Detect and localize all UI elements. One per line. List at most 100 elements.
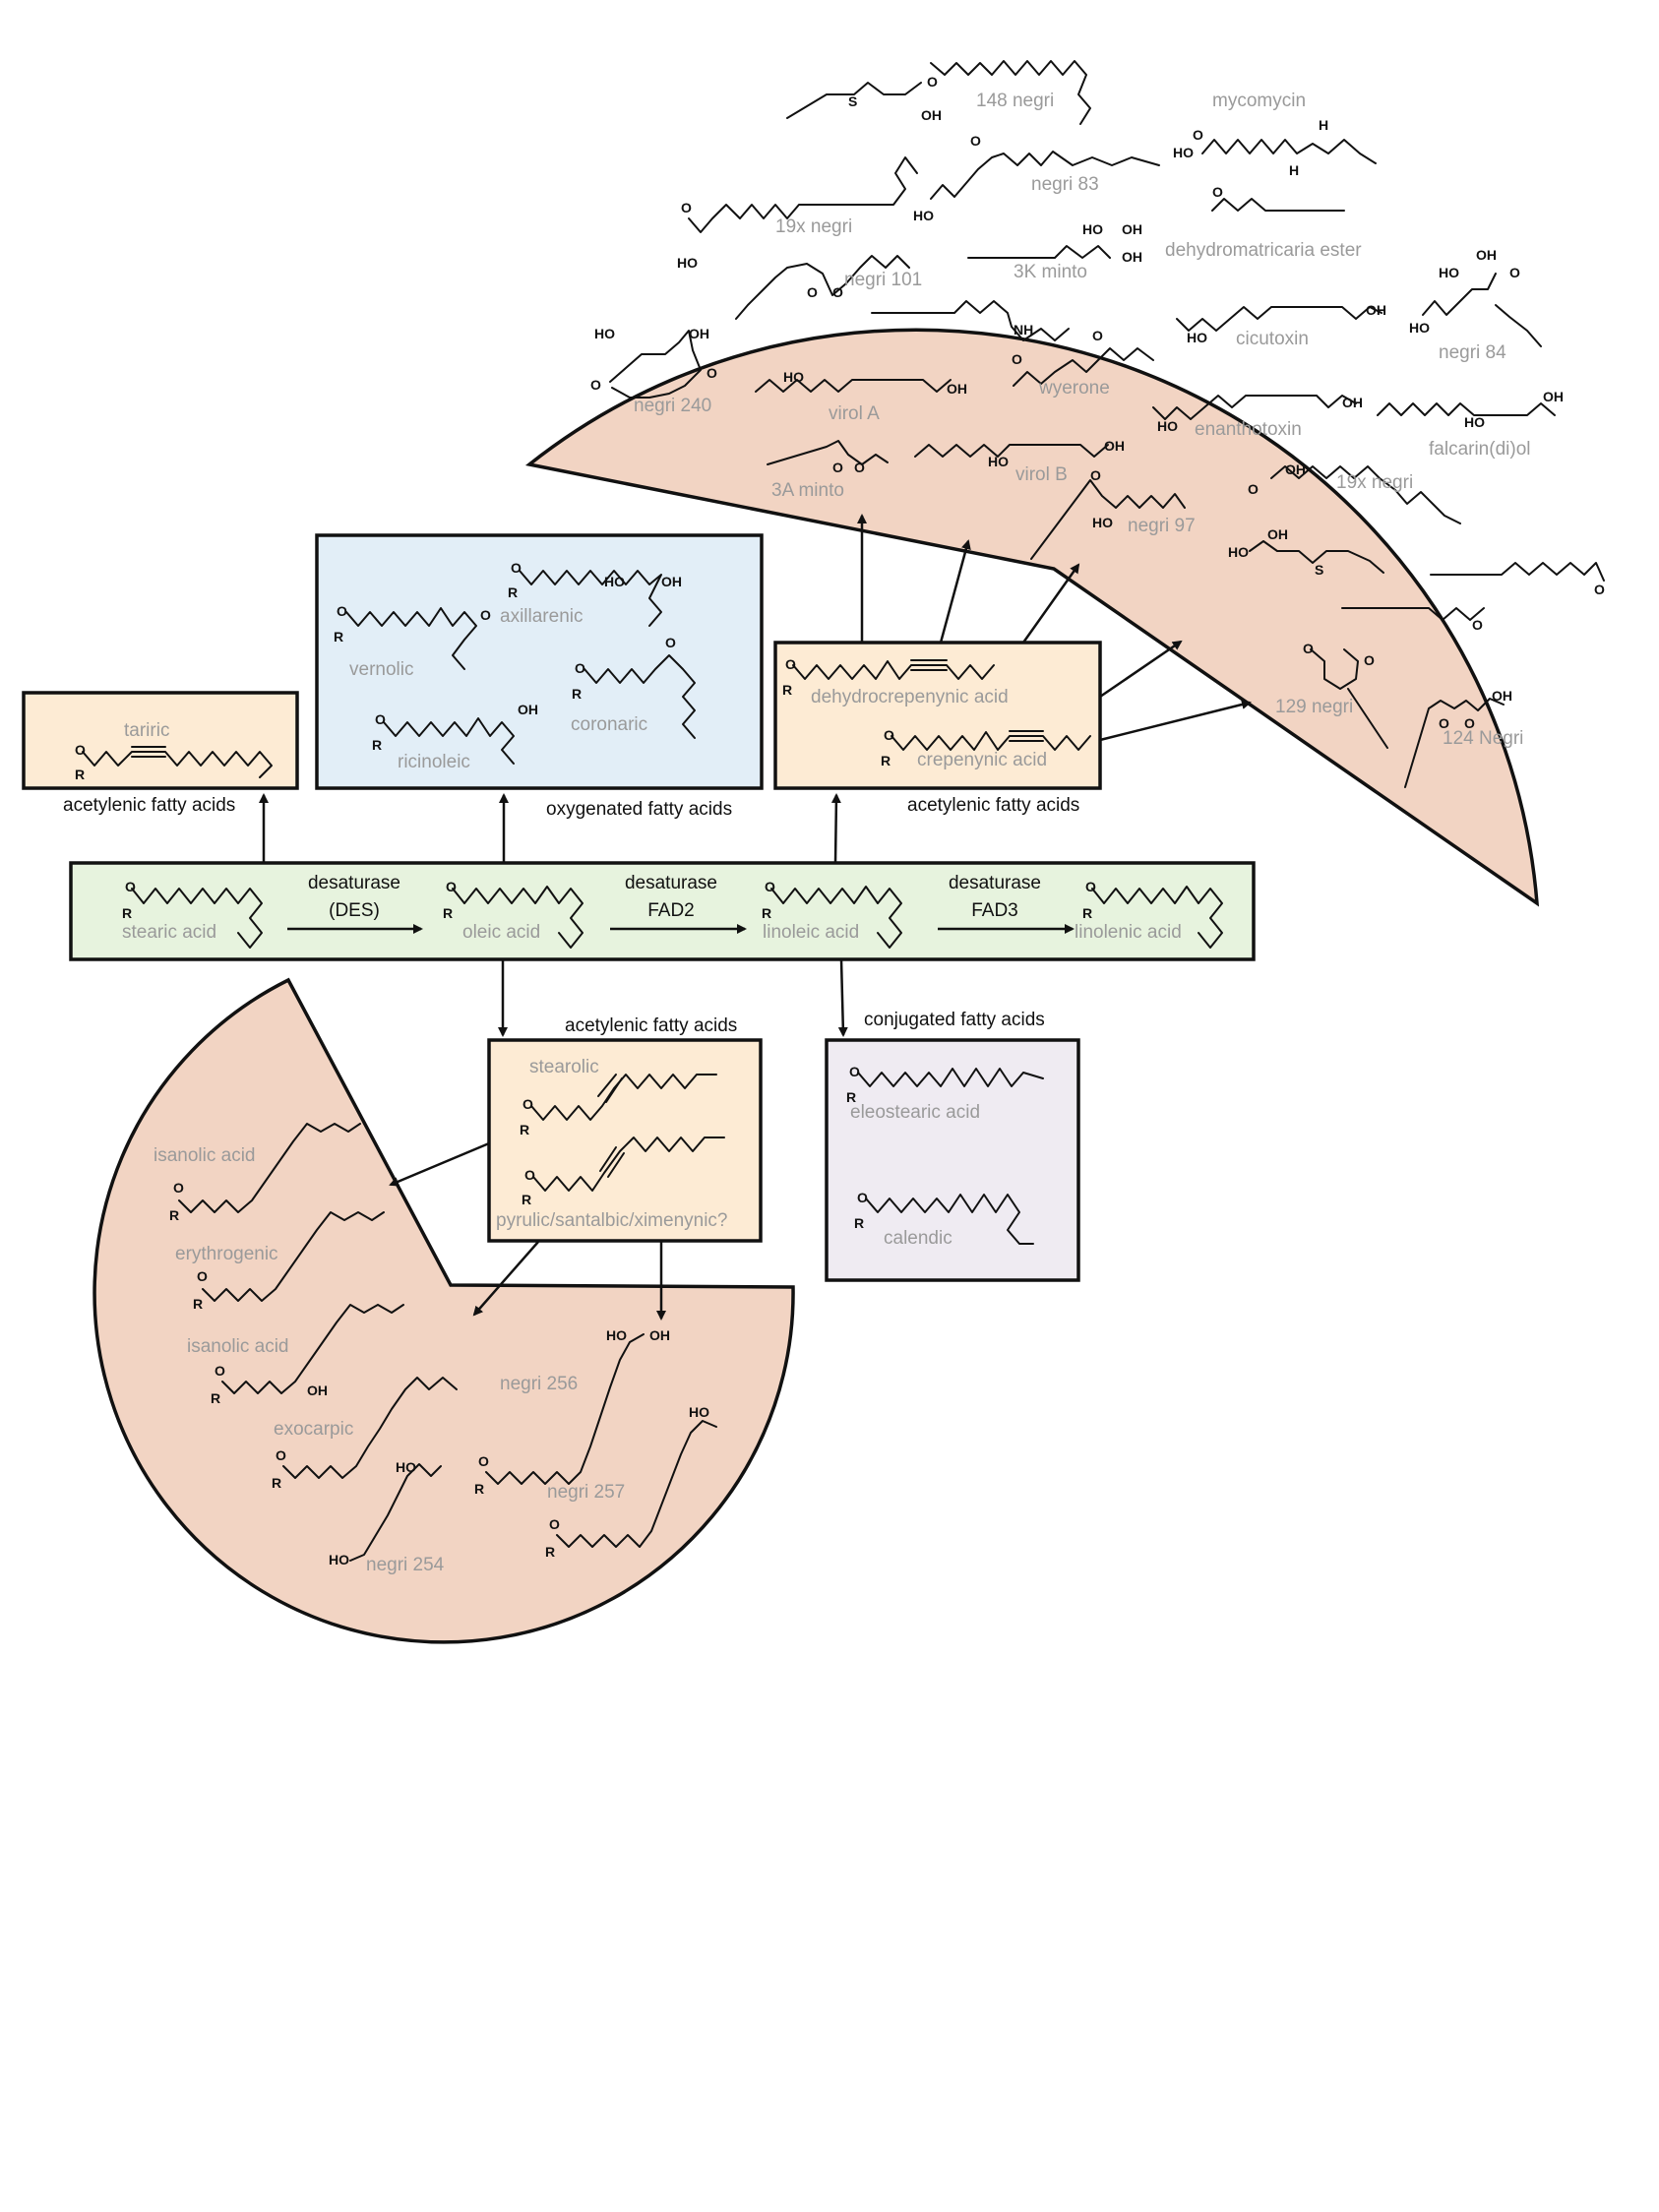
- crepenynic-triple-bond: [1009, 730, 1044, 742]
- stearolic-box-caption: acetylenic fatty acids: [565, 1015, 737, 1036]
- crepenynic-box-content: O R dehydrocrepenynic acid O R crepenyni…: [782, 656, 1091, 770]
- vernolic-o-atom: O: [337, 603, 347, 619]
- oxygenated-box-content: O R HO OH axillarenic O R O vernolic O R…: [334, 560, 696, 772]
- upper-oh-atom-enanthotoxin: OH: [1342, 395, 1363, 410]
- lower-struct-exocarpic: [282, 1377, 458, 1479]
- arrow-crep-to-upper-3: [1021, 563, 1080, 644]
- arrow-linoleic-to-conjugated: [837, 958, 848, 1037]
- axillarenic-o-atom: O: [511, 560, 522, 576]
- linoleic-r-atom: R: [762, 905, 771, 921]
- lower-o-atom-5: O: [478, 1453, 489, 1469]
- arrow-stearolic-to-lower-1: [389, 1141, 490, 1187]
- upper-label-enanthotoxin: enanthotoxin: [1195, 419, 1302, 440]
- upper-label-mycomycin: mycomycin: [1212, 91, 1306, 111]
- dehydrocrepenynic-label: dehydrocrepenynic acid: [811, 687, 1009, 707]
- tariric-box-caption: acetylenic fatty acids: [63, 795, 235, 816]
- upper-o-atom-negri97: O: [1090, 467, 1101, 483]
- upper-ho-atom-virolA: HO: [783, 369, 804, 385]
- oleic-r-atom: R: [443, 905, 453, 921]
- stearic-r-atom: R: [122, 905, 132, 921]
- stearolic-o-atom: O: [522, 1096, 533, 1112]
- oleic-acid-structure: [452, 886, 584, 949]
- arrow-crep-to-upper-2: [939, 539, 971, 644]
- upper-o-atom-124-2: O: [1464, 715, 1475, 731]
- upper-ho-atom-negri83: HO: [913, 208, 934, 223]
- upper-o-atom-wyerone-2: O: [1092, 328, 1103, 343]
- coronaric-o-atom: O: [575, 660, 585, 676]
- linoleic-o-atom: O: [765, 879, 775, 894]
- upper-struct-epoxide-chain: [1341, 607, 1485, 621]
- stearolic-box-content: stearolic O R O R pyrulic/santalbic/xime…: [496, 1057, 728, 1231]
- dehydrocrepenynic-structure: [792, 660, 995, 680]
- lower-r-atom-4: R: [272, 1475, 281, 1491]
- tariric-triple-bond: [131, 746, 166, 758]
- upper-struct-negri-240: [609, 330, 702, 399]
- upper-struct-s-compound: [1249, 540, 1384, 574]
- lower-o-atom-2: O: [197, 1268, 208, 1284]
- calendic-o-atom: O: [857, 1190, 868, 1205]
- conjugated-box: [825, 1038, 1080, 1282]
- upper-o-atom-wyerone-1: O: [1012, 351, 1022, 367]
- vernolic-r-atom: R: [334, 629, 343, 645]
- pyrulic-label: pyrulic/santalbic/ximenynic?: [496, 1210, 728, 1231]
- upper-struct-129-negri: [1310, 648, 1388, 749]
- eleostearic-label: eleostearic acid: [850, 1102, 980, 1123]
- coronaric-r-atom: R: [572, 686, 582, 702]
- upper-label-129-negri: 129 negri: [1275, 697, 1353, 717]
- eleostearic-r-atom: R: [846, 1089, 856, 1105]
- upper-o-atom-negri101-1: O: [807, 284, 818, 300]
- upper-ho-atom-negri84-2: HO: [1439, 265, 1459, 280]
- tariric-box: [22, 691, 299, 790]
- lower-o-atom-4: O: [276, 1447, 286, 1463]
- upper-oh-atom-3k-2: OH: [1122, 249, 1142, 265]
- lower-ho-atom-3: HO: [606, 1327, 627, 1343]
- upper-o-atom-dehydro: O: [1212, 184, 1223, 200]
- crepenynic-r-atom: R: [881, 753, 891, 768]
- upper-oh-atom-virolA: OH: [947, 381, 967, 397]
- upper-struct-virol-a: [755, 379, 952, 393]
- upper-oh-atom-s-compound: OH: [1267, 526, 1288, 542]
- tariric-label: tariric: [124, 720, 169, 741]
- pyrulic-r-atom: R: [522, 1192, 531, 1207]
- calendic-r-atom: R: [854, 1215, 864, 1231]
- lower-label-negri-254: negri 254: [366, 1555, 445, 1575]
- upper-oh-atom-virolB: OH: [1104, 438, 1125, 454]
- lower-label-negri-257: negri 257: [547, 1482, 625, 1503]
- upper-o-atom-negri84: O: [1509, 265, 1520, 280]
- upper-ho-atom-3k: HO: [1082, 221, 1103, 237]
- crepenynic-structure: [891, 731, 1091, 751]
- upper-struct-3a-minto: [767, 440, 889, 465]
- lower-wedge-region: [92, 977, 795, 1644]
- tariric-r-atom: R: [75, 767, 85, 782]
- lower-r-atom-5: R: [474, 1481, 484, 1497]
- crepenynic-box: [773, 641, 1102, 790]
- lower-r-atom-2: R: [193, 1296, 203, 1312]
- arrow-crep-to-upper-5: [1099, 700, 1252, 742]
- lower-struct-negri-256: [485, 1333, 645, 1485]
- linolenic-acid-structure: [1091, 886, 1223, 949]
- upper-s-atom-2: S: [1315, 562, 1323, 578]
- linolenic-r-atom: R: [1082, 905, 1092, 921]
- pyrulic-structure: [532, 1137, 725, 1192]
- enzyme-des-line2: (DES): [329, 900, 380, 921]
- tariric-structure: [82, 751, 273, 778]
- tariric-box-content: O R tariric: [75, 720, 273, 782]
- upper-struct-negri-101: [735, 255, 910, 320]
- lower-r-atom-6: R: [545, 1544, 555, 1560]
- upper-struct-19x-negri-2: [1270, 465, 1461, 524]
- upper-label-3a-minto: 3A minto: [771, 480, 844, 501]
- ricinoleic-label: ricinoleic: [398, 752, 470, 772]
- axillarenic-r-atom: R: [508, 584, 518, 600]
- lower-label-erythrogenic: erythrogenic: [175, 1244, 278, 1264]
- upper-o-atom-negri101-2: O: [832, 284, 843, 300]
- ricinoleic-oh-atom: OH: [518, 702, 538, 717]
- upper-region-content: S OH O HO O H H HO O HO O O HO OH OH O O…: [590, 60, 1605, 788]
- lower-oh-atom-1: OH: [307, 1382, 328, 1398]
- axillarenic-structure: [519, 570, 662, 627]
- upper-label-negri-240: negri 240: [634, 396, 711, 416]
- upper-label-negri-83: negri 83: [1031, 174, 1099, 195]
- lower-ho-atom-2: HO: [396, 1459, 416, 1475]
- enzyme-fad2-line2: FAD2: [647, 900, 695, 921]
- upper-o-atom-negri83: O: [970, 133, 981, 149]
